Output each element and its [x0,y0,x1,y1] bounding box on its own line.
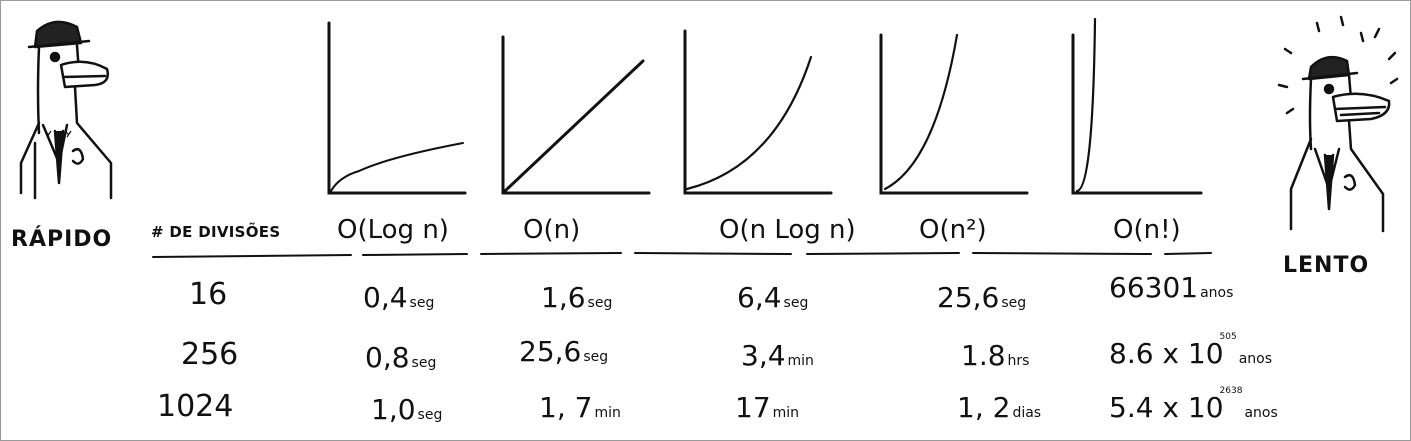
graph-n [501,35,651,195]
stressed-character-illustration [1277,15,1399,233]
notation-n-squared: O(n²) [919,215,987,245]
fast-label: RÁPIDO [11,227,113,252]
divisions-header: # DE DIVISÕES [151,223,281,241]
graph-n-log-n [683,29,833,195]
row-3-divisions: 1024 [157,389,234,424]
graph-n-squared [879,33,1029,195]
row-3-n-factorial-time: 5.4 x 102638anos [1109,385,1278,424]
header-underline [152,252,1212,258]
notation-n: O(n) [523,215,581,245]
slow-label: LENTO [1283,253,1370,278]
calm-character-illustration [19,20,113,200]
notation-log-n: O(Log n) [337,215,449,245]
notation-n-factorial: O(n!) [1113,215,1181,245]
row-2-n-factorial-time: 8.6 x 10505anos [1109,331,1273,370]
notation-n-log-n: O(n Log n) [719,215,856,245]
row-1-divisions: 16 [189,277,228,312]
graph-log-n [327,21,467,195]
graph-n-factorial [1071,17,1203,195]
row-2-divisions: 256 [181,337,239,372]
